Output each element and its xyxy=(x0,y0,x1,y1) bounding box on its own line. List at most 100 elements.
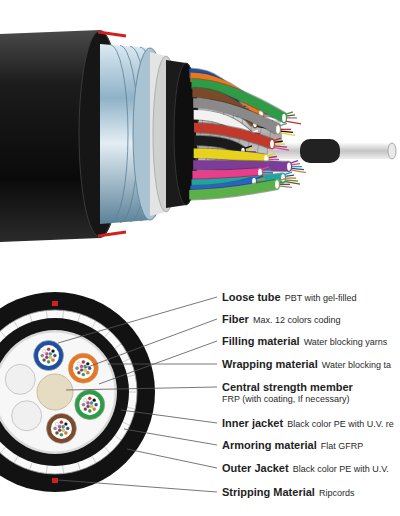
segment-line xyxy=(78,462,80,470)
cable-3d xyxy=(0,30,396,242)
part-spec: Flat GFRP xyxy=(321,442,364,452)
segment-line xyxy=(127,375,135,377)
fiber-dot xyxy=(82,403,85,406)
tube-body xyxy=(194,153,266,159)
segment-line xyxy=(105,331,110,337)
fiber-dot xyxy=(64,422,67,425)
tube-body xyxy=(189,184,277,194)
callout: Loose tube PBT with gel-filled xyxy=(222,287,396,305)
tube-end xyxy=(270,139,275,149)
leader-line xyxy=(99,341,217,384)
segment-line xyxy=(30,462,32,470)
part-spec: Black color PE with U.V. re xyxy=(287,420,394,430)
filling-area xyxy=(0,333,115,452)
tube-end xyxy=(276,125,281,135)
fiber-dot xyxy=(94,403,97,406)
tube-section xyxy=(46,413,76,443)
fiber-dot xyxy=(49,356,52,359)
loose-tubes-3d xyxy=(189,73,306,194)
segment-line xyxy=(123,422,130,425)
tube-section xyxy=(12,401,42,431)
armoring-segments xyxy=(0,310,137,473)
leader-line xyxy=(108,364,217,365)
fiber-dot xyxy=(82,373,85,376)
callout: FiberMax. 12 colors coding xyxy=(222,309,396,327)
part-spec: PBT with gel-filled xyxy=(285,294,357,304)
fiber-dot xyxy=(86,371,89,374)
fiber-dot xyxy=(47,360,50,363)
tube-wall xyxy=(12,401,42,431)
tube-section xyxy=(75,390,105,420)
fiber-dot xyxy=(41,354,44,357)
fiber-dot xyxy=(58,425,61,428)
fiber-dot xyxy=(93,399,96,402)
part-name: Inner jacket xyxy=(222,417,283,429)
segment-line xyxy=(62,466,64,474)
tube-shadow xyxy=(193,165,289,167)
segment-line xyxy=(78,314,80,322)
fiber-dot xyxy=(55,431,58,434)
ripcord xyxy=(52,301,58,306)
fiber-dot xyxy=(62,425,65,428)
fiber-dot xyxy=(80,365,83,368)
tube-wall xyxy=(34,341,64,371)
part-spec: Ripcords xyxy=(319,489,355,499)
fiber-dot xyxy=(86,362,89,365)
tube-gel xyxy=(73,358,94,379)
tube-end xyxy=(275,180,280,190)
loose-tube xyxy=(189,178,294,194)
part-name: Armoring material xyxy=(222,439,317,451)
fiber-dot xyxy=(86,405,89,408)
armoring-ring xyxy=(0,310,137,474)
part-spec: FRP (with coating, If necessary) xyxy=(222,395,396,405)
fiber-dot xyxy=(84,368,87,371)
segment-line xyxy=(129,392,137,393)
leader-line xyxy=(58,480,217,492)
segment-line xyxy=(0,447,5,453)
inner-jacket-ring xyxy=(0,318,129,466)
tube-wall xyxy=(5,364,35,394)
leader-line xyxy=(127,449,217,468)
fiber-dot xyxy=(51,350,54,353)
tube-end xyxy=(282,113,287,123)
fiber-dot xyxy=(64,431,67,434)
segment-line xyxy=(0,331,5,337)
fiber-dot xyxy=(88,409,91,412)
fiber-dot xyxy=(77,362,80,365)
part-spec: Max. 12 colors coding xyxy=(253,316,341,326)
fiber-dot xyxy=(90,401,93,404)
fiber-dot xyxy=(58,429,61,432)
segment-line xyxy=(30,314,32,322)
segment-line xyxy=(127,407,135,409)
ripcord xyxy=(98,32,126,36)
fiber-dot xyxy=(88,397,91,400)
segment-line xyxy=(115,435,121,440)
fiber-dot xyxy=(45,356,48,359)
tube-shadow xyxy=(194,153,266,159)
tube-section xyxy=(5,364,35,394)
tube-body xyxy=(192,173,260,176)
fiber-dot xyxy=(45,352,48,355)
fiber-dot xyxy=(51,358,54,361)
rib xyxy=(110,45,128,223)
part-name: Loose tube xyxy=(222,291,281,303)
fiber-dot xyxy=(43,358,46,361)
tube-wall xyxy=(46,413,76,443)
tube-shadow xyxy=(192,173,260,176)
tube-section xyxy=(34,341,64,371)
fiber-dot xyxy=(54,427,57,430)
fiber-dot xyxy=(66,427,69,430)
segment-line xyxy=(92,456,96,463)
callout: Central strength memberFRP (with coating… xyxy=(222,377,396,404)
fiber-dot xyxy=(62,429,65,432)
ripcord xyxy=(98,232,126,236)
tube-gel xyxy=(51,418,72,439)
rod-end xyxy=(388,143,396,159)
callout: Wrapping materialWater blocking ta xyxy=(222,354,396,372)
fiber-dot xyxy=(55,422,58,425)
part-name: Stripping Material xyxy=(222,486,315,498)
fiber-dot xyxy=(84,399,87,402)
fiber-dot xyxy=(60,433,63,436)
